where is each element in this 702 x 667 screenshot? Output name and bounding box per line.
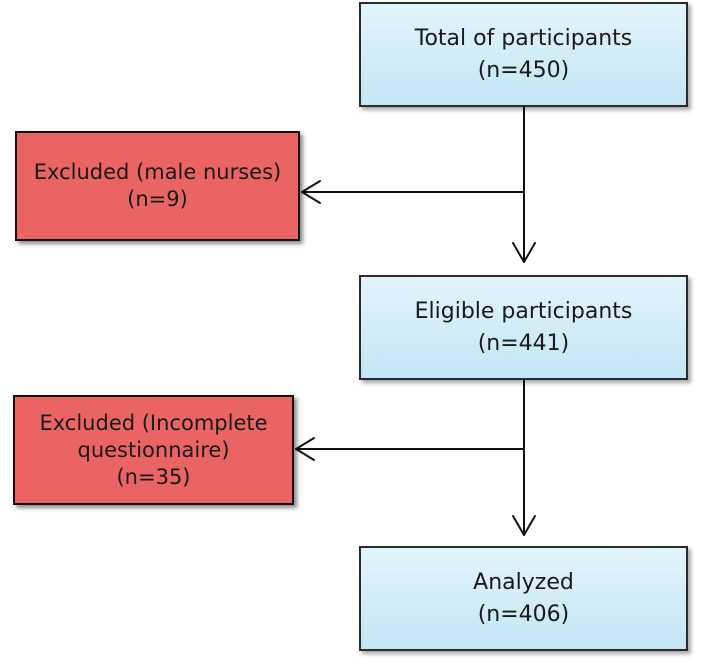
- eligible-participants-box: Eligible participants (n=441): [359, 275, 688, 380]
- analyzed-box: Analyzed (n=406): [359, 546, 688, 651]
- arrowhead-analyzed: [512, 515, 536, 536]
- excluded-male-nurses-label: Excluded (male nurses): [33, 160, 282, 184]
- excluded-male-nurses-box: Excluded (male nurses) (n=9): [15, 131, 300, 241]
- eligible-participants-count: (n=441): [477, 330, 570, 356]
- arrowhead-excluded-male: [301, 180, 321, 204]
- total-participants-count: (n=450): [477, 57, 570, 83]
- total-participants-label: Total of participants: [414, 25, 633, 51]
- total-participants-box: Total of participants (n=450): [359, 2, 688, 107]
- excluded-incomplete-box: Excluded (Incomplete questionnaire) (n=3…: [13, 395, 294, 505]
- arrowhead-eligible: [512, 242, 536, 263]
- analyzed-label: Analyzed: [473, 569, 574, 595]
- excluded-incomplete-count: (n=35): [116, 464, 191, 489]
- excluded-incomplete-label: Excluded (Incomplete: [39, 410, 268, 435]
- excluded-incomplete-label-cont: questionnaire): [77, 437, 230, 462]
- arrowhead-excluded-incomplete: [295, 437, 315, 461]
- analyzed-count: (n=406): [477, 601, 570, 627]
- eligible-participants-label: Eligible participants: [414, 298, 633, 324]
- excluded-male-nurses-count: (n=9): [127, 187, 188, 211]
